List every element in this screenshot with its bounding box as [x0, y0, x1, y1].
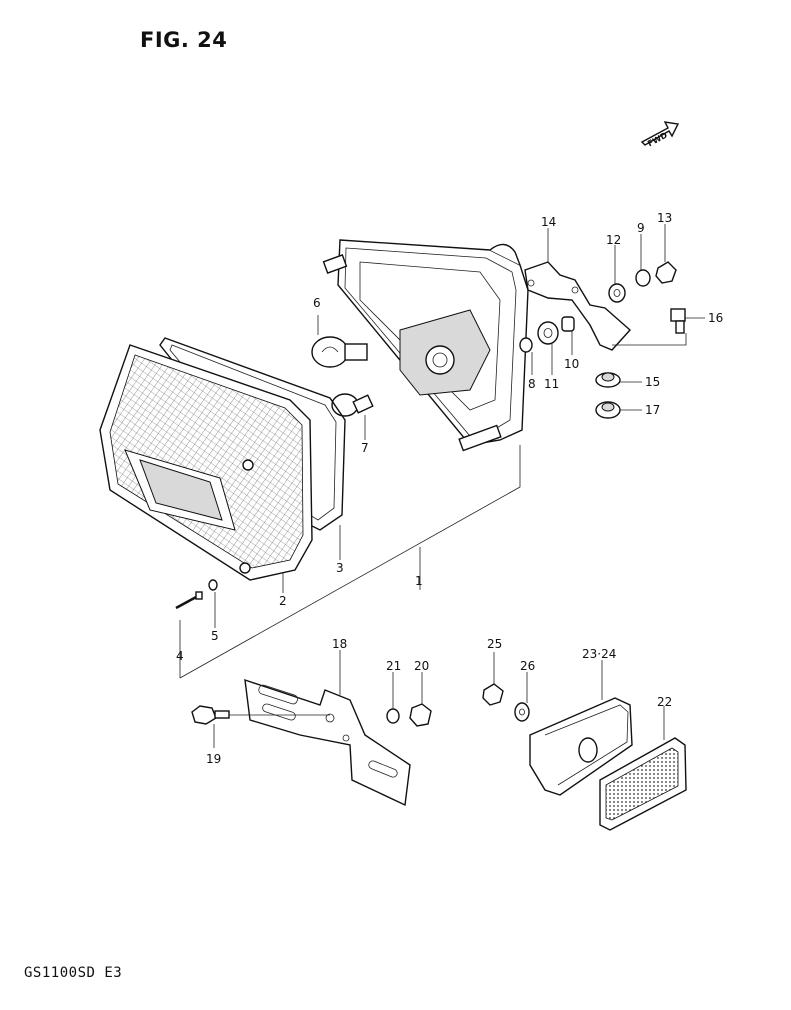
tail-lamp-housing	[322, 239, 529, 452]
callout-20: 20	[414, 659, 429, 673]
tail-lamp-lens	[99, 344, 313, 581]
callout-23-24: 23·24	[582, 647, 616, 661]
figure-title: FIG. 24	[140, 28, 228, 52]
callout-14: 14	[541, 215, 556, 229]
callout-18: 18	[332, 637, 347, 651]
callout-1: 1	[415, 574, 423, 588]
bulb-6	[311, 336, 368, 368]
nut-13	[655, 261, 677, 284]
callout-13: 13	[657, 211, 672, 225]
nut-20	[409, 703, 432, 727]
callout-17: 17	[645, 403, 660, 417]
callout-12: 12	[606, 233, 621, 247]
callout-11: 11	[544, 377, 559, 391]
fwd-arrow-icon: FWD	[640, 121, 680, 148]
washer-11	[537, 321, 559, 345]
callout-19: 19	[206, 752, 221, 766]
callout-25: 25	[487, 637, 502, 651]
washer-5	[208, 579, 218, 591]
callout-26: 26	[520, 659, 535, 673]
callout-8: 8	[528, 377, 536, 391]
spacer-10	[561, 316, 575, 332]
callout-6: 6	[313, 296, 321, 310]
grommet-15	[595, 372, 621, 388]
washer-26	[514, 702, 530, 722]
callout-22: 22	[657, 695, 672, 709]
license-bracket-18	[244, 678, 411, 807]
bulb-7	[331, 393, 374, 417]
callout-16: 16	[708, 311, 723, 325]
reflector-22	[599, 737, 687, 831]
washer-12	[608, 283, 626, 303]
model-code: GS1100SD E3	[24, 965, 123, 981]
callout-15: 15	[645, 375, 660, 389]
washer-9	[635, 269, 651, 287]
callout-4: 4	[176, 649, 184, 663]
reflector-housing-23-24	[529, 697, 633, 796]
mounting-plate-14	[524, 261, 631, 351]
screw-4	[175, 591, 203, 610]
callout-10: 10	[564, 357, 579, 371]
callout-2: 2	[279, 594, 287, 608]
washer-8	[519, 337, 533, 353]
bolt-16	[670, 308, 686, 334]
leader-lines	[179, 224, 705, 748]
bolt-19	[191, 705, 230, 725]
callout-9: 9	[637, 221, 645, 235]
callout-5: 5	[211, 629, 219, 643]
washer-21	[386, 708, 400, 724]
callout-7: 7	[361, 441, 369, 455]
grommet-17	[595, 401, 621, 419]
callout-3: 3	[336, 561, 344, 575]
callout-21: 21	[386, 659, 401, 673]
nut-25	[482, 683, 504, 706]
